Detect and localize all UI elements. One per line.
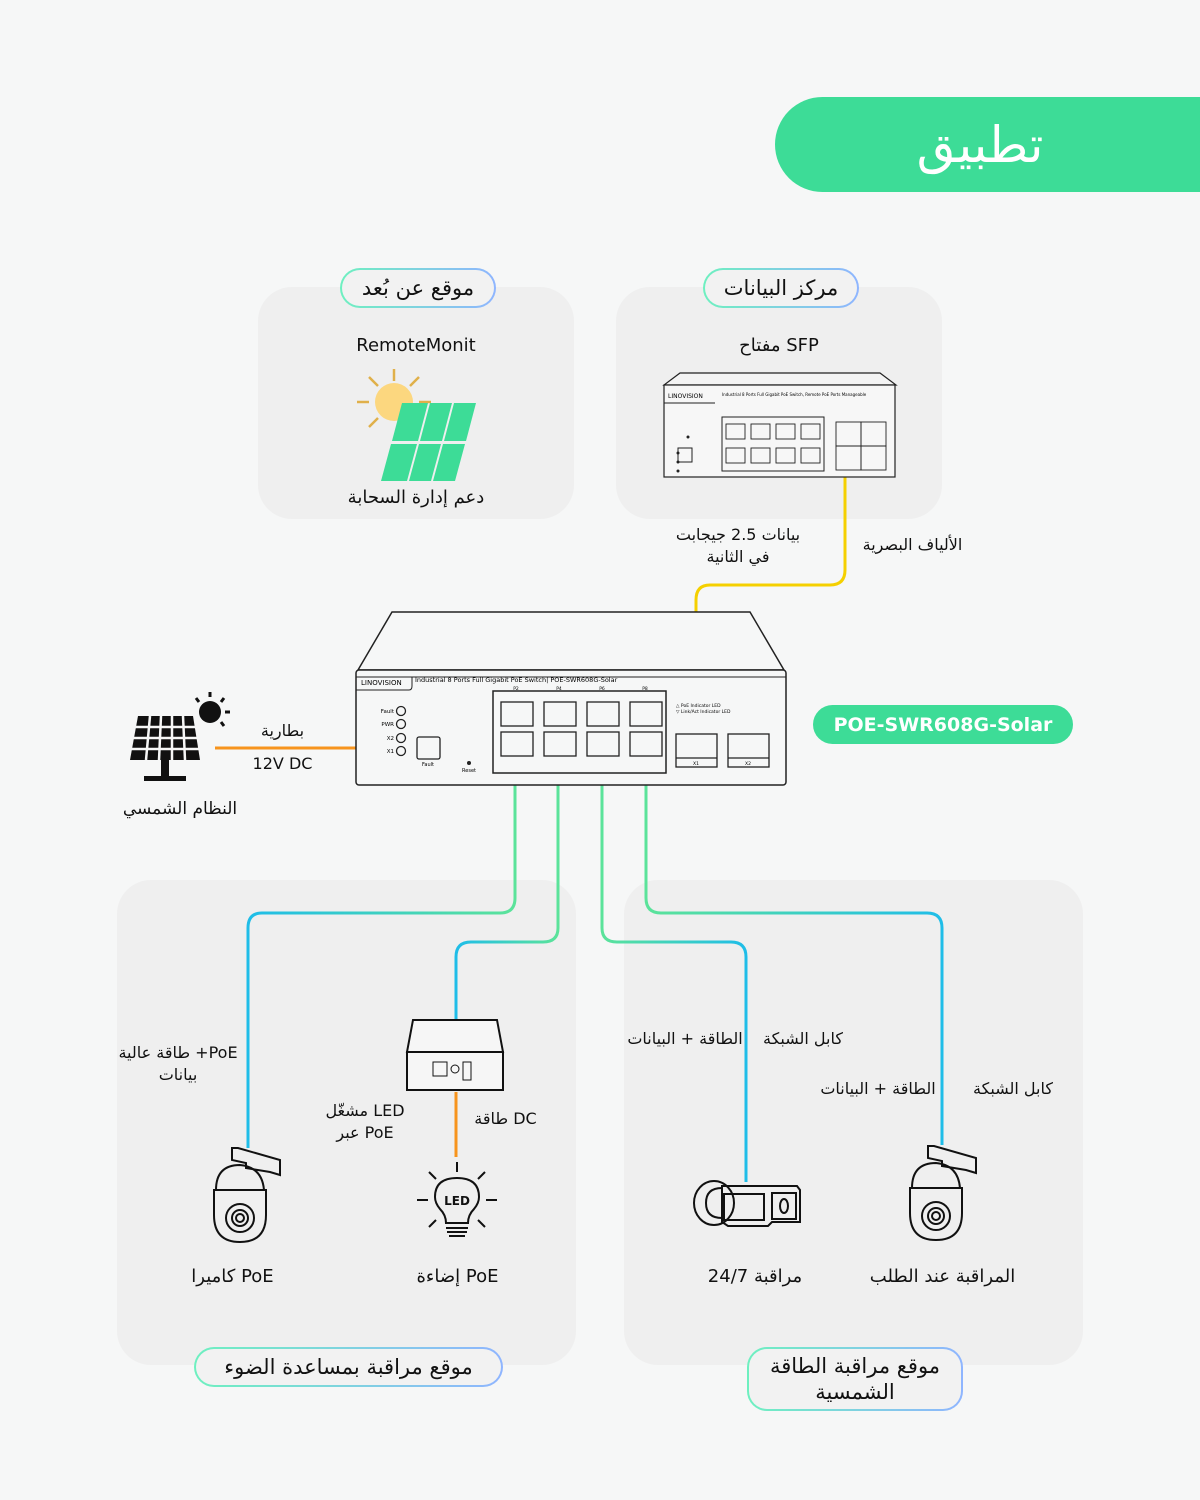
solar-site-label: موقع مراقبة الطاقة الشمسية (749, 1349, 961, 1409)
sfp-switch-device: LINOVISION Industrial 8 Ports Full Gigab… (662, 372, 898, 478)
light-caption: إضاءة PoE (416, 1266, 499, 1287)
ethernet-line-bullet (600, 752, 748, 1182)
camera-caption: كاميرا PoE (191, 1266, 274, 1287)
voltage-label: 12V DC (252, 754, 313, 773)
remote-app-name: RemoteMonit (356, 335, 476, 356)
fiber-type-label: الألياف البصرية (862, 535, 963, 554)
light-site-panel (117, 880, 576, 1365)
dc-label: طاقة DC (474, 1109, 537, 1128)
sfp-x1-label: X1 (693, 761, 699, 767)
remote-caption: دعم إدارة السحابة (347, 487, 485, 508)
bullet-camera-icon (693, 1180, 801, 1227)
model-badge: POE-SWR608G-Solar (813, 705, 1073, 744)
fault-button-label: Fault (422, 762, 434, 768)
fiber-line (694, 475, 847, 740)
legend-poe: △ PoE Indicator LED (676, 703, 721, 709)
led-pwr: PWR (381, 722, 394, 728)
reset-label: Reset (462, 768, 476, 774)
led-x2: X2 (387, 736, 394, 742)
ptz-camera-icon-solar (909, 1145, 977, 1242)
data-center-pill: مركز البيانات (703, 268, 859, 308)
ptz-caption: المراقبة عند الطلب (869, 1266, 1016, 1287)
svg-text:P8: P8 (642, 686, 648, 692)
battery-label: بطارية (260, 721, 305, 740)
solar-site-pill: موقع مراقبة الطاقة الشمسية (747, 1347, 963, 1411)
poe-led-driver-icon (405, 1019, 505, 1091)
solar-panel-sun-icon (357, 369, 476, 481)
light-site-label: موقع مراقبة بمساعدة الضوء (196, 1349, 501, 1385)
svg-text:P6: P6 (599, 686, 605, 692)
ethernet-line-camera (246, 752, 517, 1148)
ethernet-line-ptz (644, 752, 944, 1145)
led-bulb-icon: LED (417, 1162, 497, 1237)
switch-desc: Industrial 8 Ports Full Gigabit PoE Swit… (415, 676, 618, 684)
bullet-power-label: الطاقة + البيانات (627, 1029, 743, 1048)
ptz-cable-label: كابل الشبكة (973, 1079, 1053, 1098)
solar-panel-icon (130, 692, 230, 781)
bullet-cable-label: كابل الشبكة (763, 1029, 843, 1048)
ptz-camera-icon (213, 1147, 281, 1244)
sfp-brand: LINOVISION (668, 393, 703, 400)
led-text: LED (444, 1194, 470, 1208)
svg-text:P2: P2 (513, 686, 519, 692)
main-poe-switch: LINOVISION Industrial 8 Ports Full Gigab… (355, 611, 787, 786)
driver-label: مشغّل LED عبر PoE (325, 1101, 405, 1142)
remote-site-pill: موقع عن بُعد (340, 268, 496, 308)
solar-system-caption: النظام الشمسي (122, 799, 238, 819)
camera-link-label: طاقة عالية +PoE بيانات (118, 1042, 238, 1085)
ethernet-line-driver (454, 752, 560, 1020)
led-fault: Fault (381, 709, 395, 715)
solar-site-panel (624, 880, 1083, 1365)
remote-site-label: موقع عن بُعد (342, 270, 494, 306)
led-x1: X1 (387, 749, 394, 755)
sfp-switch-title: مفتاح SFP (739, 335, 819, 356)
data-center-label: مركز البيانات (705, 270, 857, 306)
sfp-desc: Industrial 8 Ports Full Gigabit PoE Swit… (722, 392, 867, 397)
svg-text:P4: P4 (556, 686, 562, 692)
camera-link-text: طاقة عالية +PoE بيانات (118, 1043, 238, 1084)
switch-brand: LINOVISION (361, 679, 402, 687)
sfp-x2-label: X2 (745, 761, 751, 767)
page-title: تطبيق (775, 97, 1200, 192)
ptz-power-label: الطاقة + البيانات (820, 1079, 936, 1098)
bullet-caption: مراقبة 24/7 (707, 1266, 803, 1287)
fiber-speed-label: بيانات 2.5 جيجابت في الثانية (675, 525, 801, 566)
light-site-pill: موقع مراقبة بمساعدة الضوء (194, 1347, 503, 1387)
legend-link: ▽ Link/Act Indicator LED (676, 709, 731, 715)
